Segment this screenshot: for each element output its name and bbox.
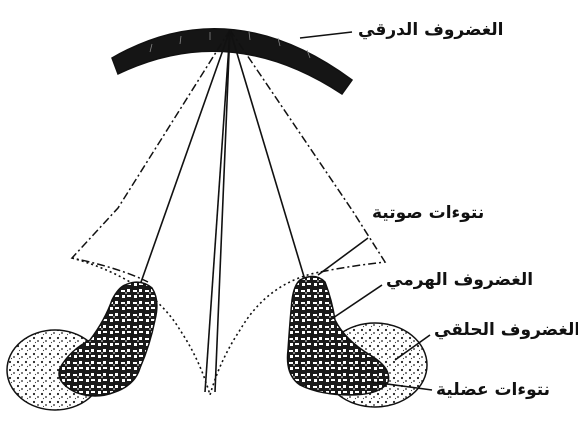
label-cricoid-cartilage: الغضروف الحلقي [434,322,578,339]
label-arytenoid-cartilage: الغضروف الهرمي [386,272,533,289]
label-vocal-processes: نتوءات صوتية [372,205,484,222]
leader-vocal-processes [318,238,368,275]
vocal-fold-lines [140,30,305,392]
leader-arytenoid [330,285,382,320]
leader-thyroid [300,32,352,38]
label-muscular-processes: نتوءات عضلية [436,382,550,399]
label-thyroid-cartilage: الغضروف الدرقي [358,22,504,39]
